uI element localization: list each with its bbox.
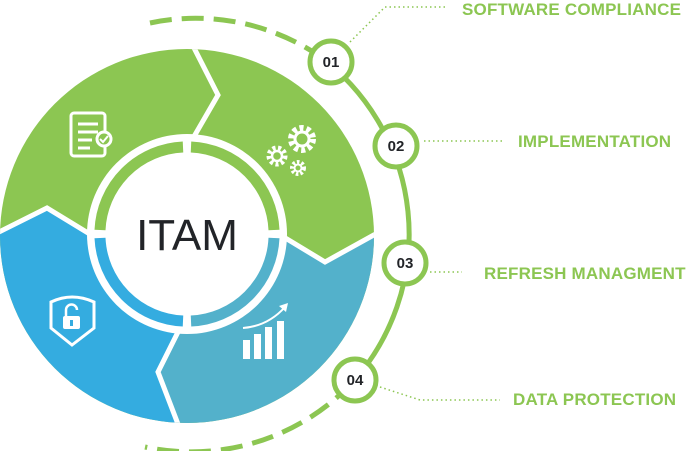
gears-icon bbox=[266, 125, 316, 176]
step-label-software-compliance: SOFTWARE COMPLIANCE bbox=[462, 0, 682, 19]
inner-ring-teal bbox=[190, 237, 280, 327]
bar-chart-growth-icon bbox=[242, 303, 288, 359]
inner-ring-green-right bbox=[190, 141, 280, 231]
step-number-04: 04 bbox=[347, 372, 364, 389]
step-label-data-protection: DATA PROTECTION bbox=[513, 390, 677, 409]
center-title: ITAM bbox=[136, 211, 238, 260]
inner-ring-blue bbox=[94, 237, 184, 327]
connector-01 bbox=[349, 6, 445, 43]
shield-lock-icon bbox=[49, 295, 96, 347]
center-circle bbox=[107, 154, 267, 314]
step-node-04 bbox=[331, 356, 379, 404]
step-label-implementation: IMPLEMENTATION bbox=[518, 132, 672, 151]
connector-04 bbox=[379, 386, 500, 401]
step-label-refresh-managment: REFRESH MANAGMENT bbox=[484, 264, 686, 283]
step-node-03 bbox=[381, 239, 429, 287]
inner-ring-green-left bbox=[94, 141, 184, 231]
outer-arc-dashed-bottom bbox=[144, 381, 354, 451]
outer-arc-dashed-top bbox=[149, 15, 320, 58]
step-number-02: 02 bbox=[388, 138, 405, 155]
connector-lines bbox=[349, 6, 503, 401]
step-number-01: 01 bbox=[323, 54, 340, 71]
step-number-03: 03 bbox=[397, 255, 414, 272]
step-node-02 bbox=[372, 122, 420, 170]
document-check-icon bbox=[69, 111, 113, 158]
outer-arc-solid bbox=[316, 52, 412, 385]
step-node-01 bbox=[307, 38, 355, 86]
